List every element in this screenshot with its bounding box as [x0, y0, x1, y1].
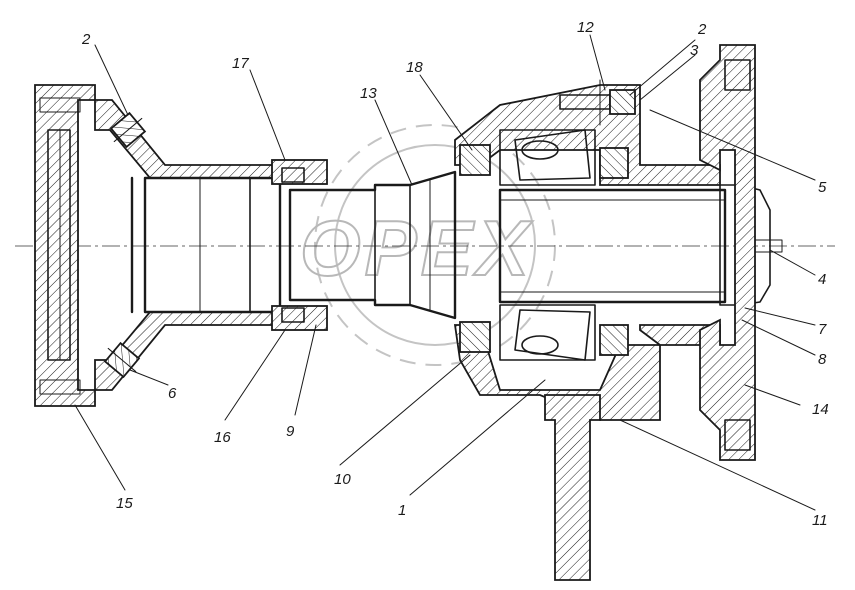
callout-labels: 2 17 13 18 12 2 3 5 4 7 8 14 11 1 10 9 1…	[81, 19, 829, 529]
callout-7: 7	[818, 321, 827, 338]
left-flange	[34, 84, 96, 407]
callout-8: 8	[818, 351, 827, 368]
leader-lines	[74, 34, 816, 511]
callout-12: 12	[577, 19, 594, 36]
callout-18: 18	[406, 59, 423, 76]
mounting-bracket	[544, 394, 601, 581]
callout-2-right: 2	[697, 21, 707, 38]
callout-13: 13	[360, 85, 377, 102]
callout-15: 15	[116, 495, 133, 512]
callout-11: 11	[812, 512, 828, 529]
callout-16: 16	[214, 429, 231, 446]
watermark-text: OPEX	[300, 204, 533, 292]
callout-1: 1	[398, 502, 406, 519]
callout-9: 9	[286, 423, 295, 440]
callout-14: 14	[812, 401, 829, 418]
callout-4: 4	[818, 271, 826, 288]
callout-17: 17	[232, 55, 249, 72]
callout-6: 6	[168, 385, 177, 402]
shaft	[288, 170, 457, 320]
callout-2-left: 2	[81, 31, 91, 48]
callout-10: 10	[334, 471, 351, 488]
left-bolts	[103, 111, 147, 379]
top-bolt	[559, 79, 636, 126]
tube	[143, 159, 328, 331]
callout-3: 3	[690, 42, 699, 59]
callout-5: 5	[818, 179, 827, 196]
right-flange	[699, 44, 756, 461]
watermark: OPEX	[299, 124, 556, 366]
bearings	[459, 129, 629, 361]
